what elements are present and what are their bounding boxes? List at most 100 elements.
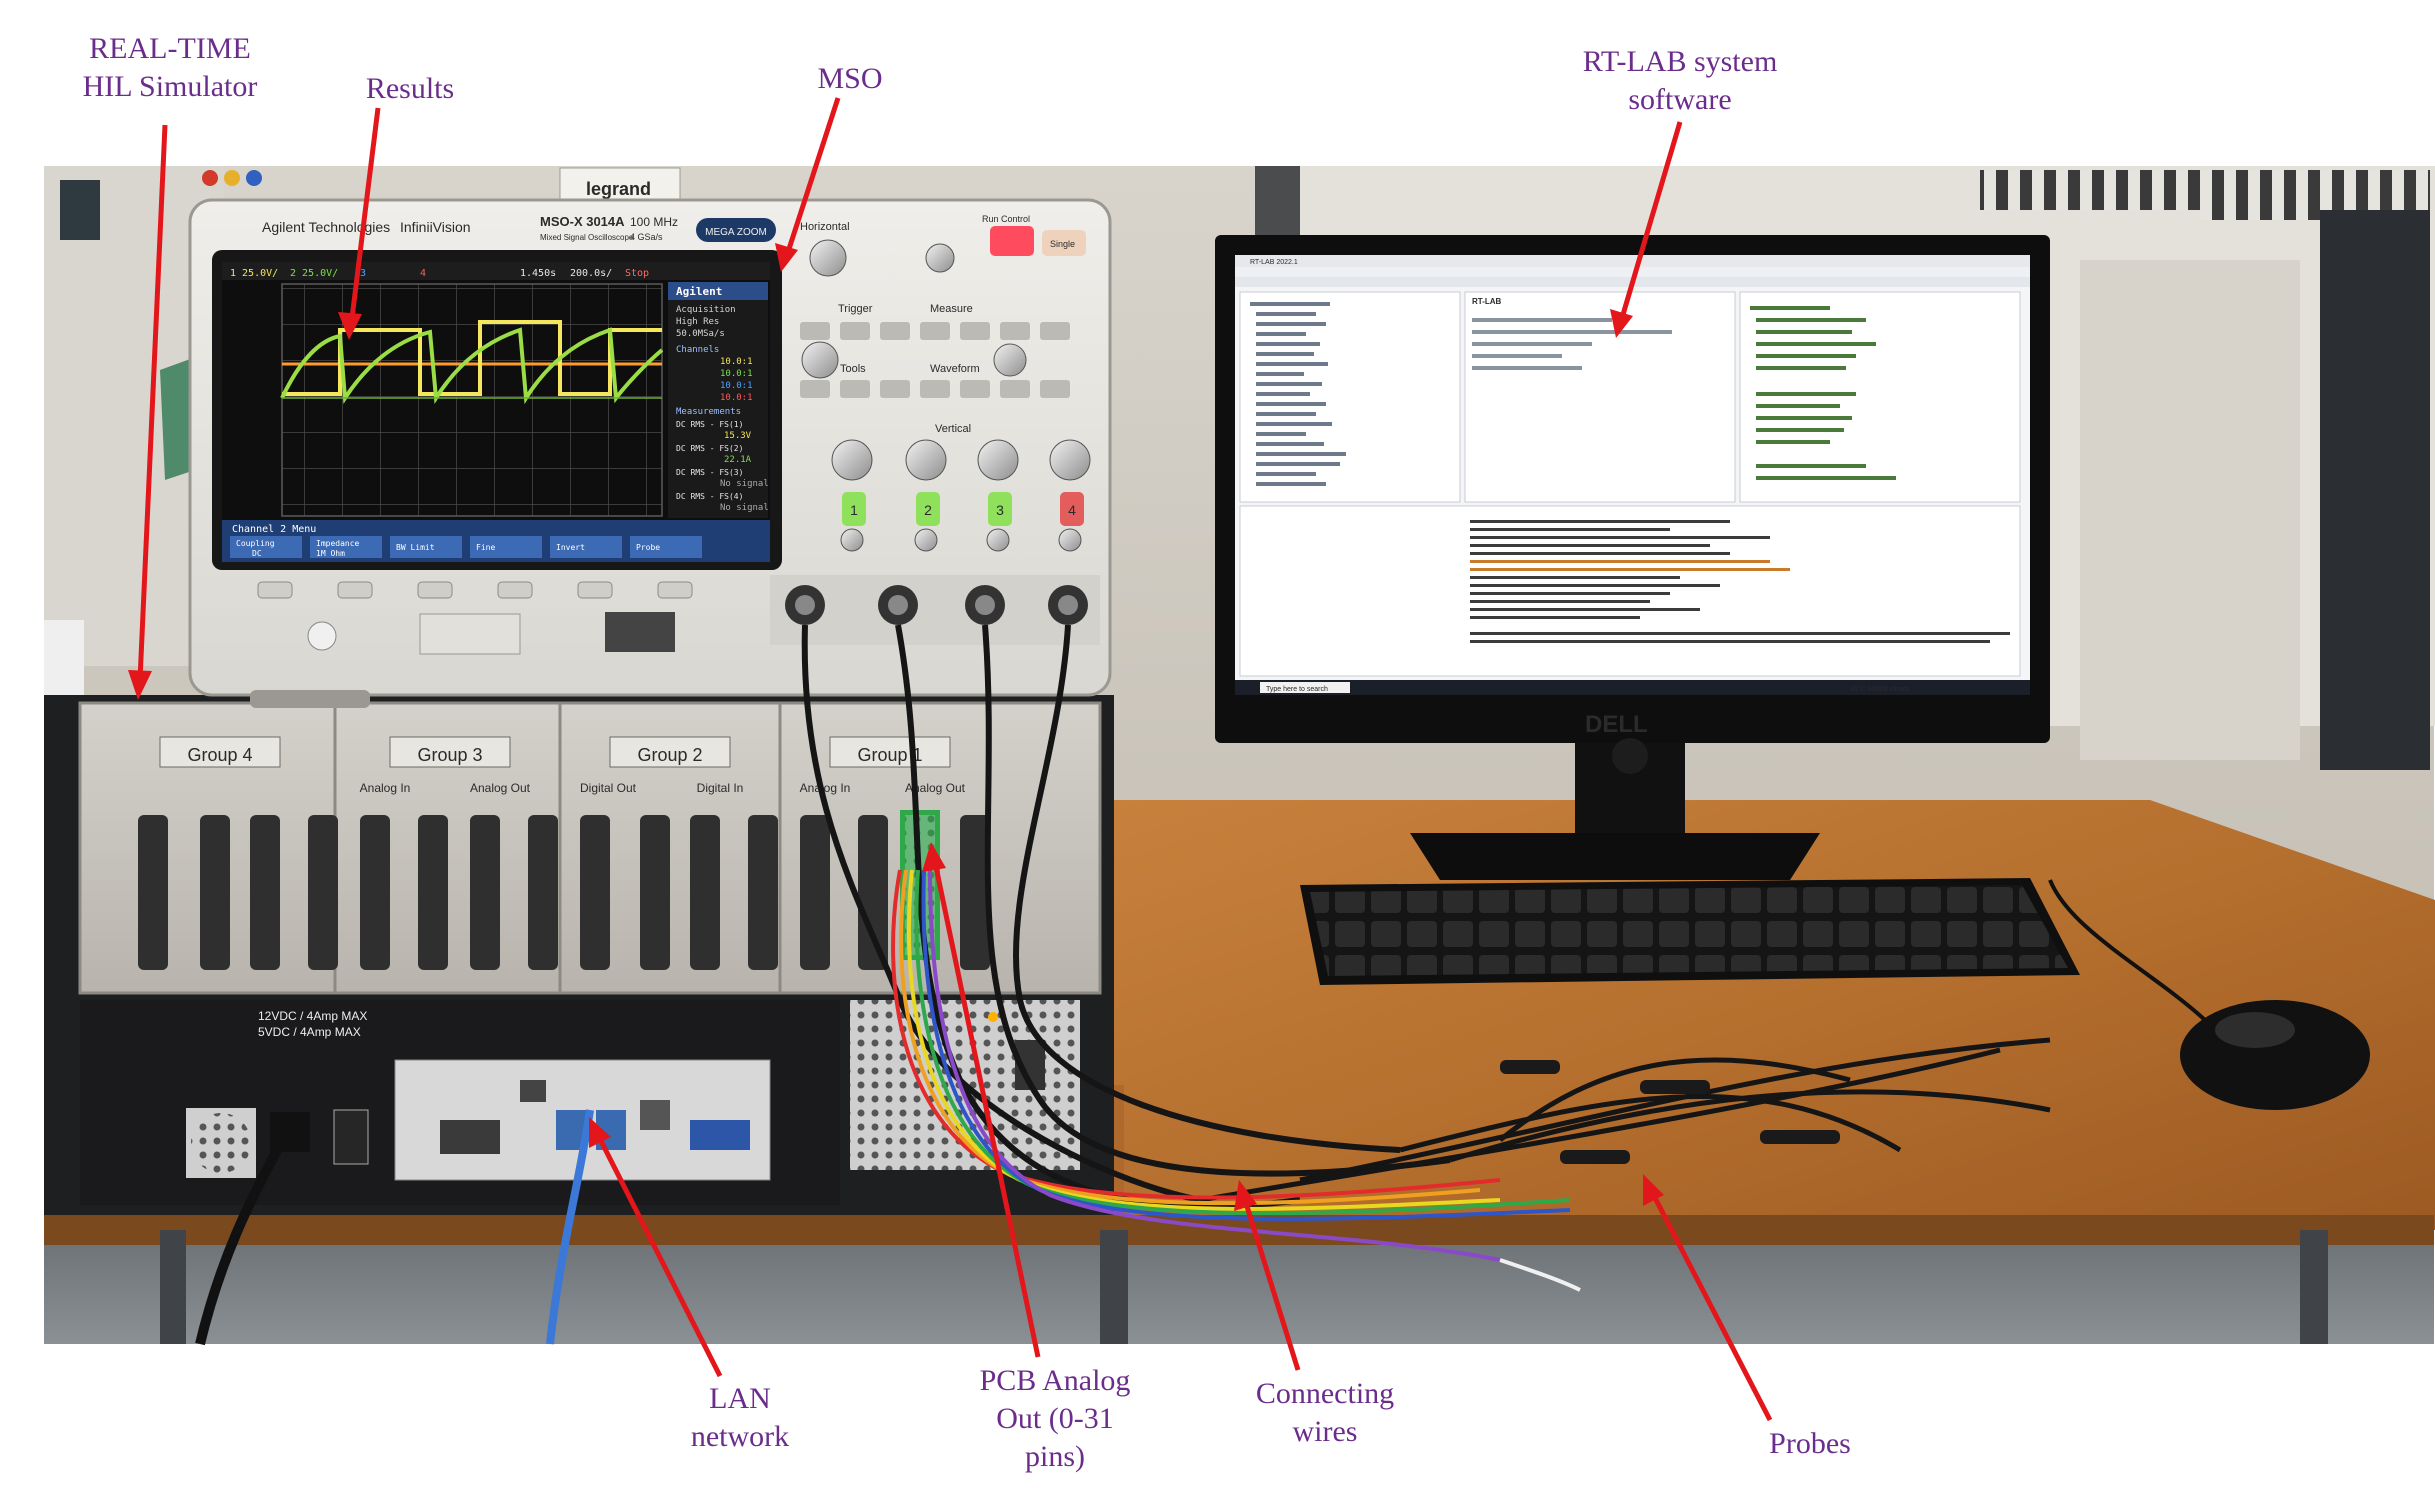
scope-top-delay: 1.450s: [520, 268, 556, 279]
callout-hil-simulator: REAL-TIME HIL Simulator: [80, 30, 260, 106]
cables: [195, 624, 2051, 1346]
callout-mso-line1: MSO: [817, 62, 883, 95]
scope-waveform-label: Waveform: [930, 363, 980, 375]
callout-rtlab: RT-LAB system software: [1560, 43, 1800, 119]
power-label-12v: 12VDC / 4Amp MAX: [258, 1009, 367, 1023]
digital-out-label: Digital Out: [580, 781, 637, 795]
scope-ch1-button: 1: [850, 502, 858, 518]
scope-meas-1-value: 15.3V: [724, 431, 752, 441]
group-1-label: Group 1: [857, 745, 922, 765]
scope-panel-buttons: [800, 322, 1070, 398]
scope-ch2-button: 2: [924, 502, 932, 518]
group-4-label: Group 4: [187, 745, 252, 765]
callout-results-line1: Results: [365, 72, 455, 105]
scope-top-status: Stop: [625, 268, 649, 279]
callout-connecting-wires: Connecting wires: [1240, 1375, 1410, 1451]
callout-results: Results: [340, 70, 480, 108]
oscilloscope: Agilent Technologies InfiniiVision MSO-X…: [188, 198, 1112, 708]
callout-lan-line2: network: [690, 1420, 790, 1453]
scope-top-ch3: 3: [360, 268, 366, 279]
callout-hil-line2: HIL Simulator: [82, 70, 258, 103]
scope-bandwidth: 100 MHz: [630, 215, 678, 229]
power-label-5v: 5VDC / 4Amp MAX: [258, 1025, 361, 1039]
arrow-lan: [589, 1117, 723, 1378]
keyboard: [1300, 878, 2080, 985]
arrow-connecting-wires: [1234, 1180, 1301, 1371]
group-2-label: Group 2: [637, 745, 702, 765]
callout-rtlab-line1: RT-LAB system: [1582, 45, 1778, 78]
scope-softkey-fine: Fine: [476, 543, 495, 552]
scope-meas-1-label: DC RMS - FS(1): [676, 420, 743, 429]
callout-probes-line1: Probes: [1769, 1427, 1851, 1460]
taskbar-search: Type here to search: [1266, 686, 1328, 693]
scope-ch3-button: 3: [996, 502, 1004, 518]
scope-sample-rate: 4 GSa/s: [630, 232, 663, 242]
monitor-brand: DELL: [1585, 711, 1648, 738]
scope-ch2-ratio: 10.0:1: [720, 369, 753, 379]
callout-pcb-line1: PCB Analog: [979, 1364, 1131, 1397]
scope-acq-mode: High Res: [676, 317, 719, 327]
digital-in-label: Digital In: [697, 781, 744, 795]
callout-hil-line1: REAL-TIME: [89, 32, 251, 65]
scope-top-ch2: 2 25.0V/: [290, 268, 338, 279]
scope-meas-2-value: 22.1A: [724, 455, 752, 465]
analog-in-label-1: Analog In: [360, 781, 411, 795]
scope-softkey-probe: Probe: [636, 543, 660, 552]
callout-probes: Probes: [1740, 1425, 1880, 1463]
scope-ch4-button: 4: [1068, 502, 1076, 518]
db37-connectors: [138, 815, 990, 970]
callout-pcb-line2: Out (0-31: [996, 1402, 1114, 1435]
analog-in-label-2: Analog In: [800, 781, 851, 795]
callout-lan-line1: LAN: [709, 1382, 771, 1415]
scope-model: MSO-X 3014A: [540, 214, 625, 229]
scope-top-timebase: 200.0s/: [570, 268, 612, 279]
arrow-pcb-analog: [922, 842, 1041, 1358]
scope-horizontal-label: Horizontal: [800, 221, 850, 233]
mouse: [2048, 879, 2370, 1110]
rtlab-window-title: RT-LAB 2022.1: [1250, 259, 1298, 266]
arrow-hil-simulator: [128, 124, 168, 700]
arrow-rtlab: [1610, 121, 1683, 338]
scope-screen-brand: Agilent: [676, 285, 722, 298]
console-lines: [1470, 520, 2010, 643]
rtlab-app-title: RT-LAB: [1472, 297, 1502, 306]
scope-top-ch1: 1 25.0V/: [230, 268, 278, 279]
callout-rtlab-line2: software: [1628, 83, 1732, 116]
monitor: RT-LAB 2022.1: [1215, 235, 2050, 880]
callout-wires-line1: Connecting: [1255, 1377, 1395, 1410]
scope-channels-header: Channels: [676, 345, 719, 355]
scope-meas-4-value: No signal: [720, 503, 769, 513]
scope-ch4-ratio: 10.0:1: [720, 393, 753, 403]
scope-softkey-impedance: Impedance: [316, 539, 360, 548]
taskbar-weather: 31°C Mostly cloudy: [1850, 685, 1910, 693]
callout-mso: MSO: [800, 60, 900, 98]
scope-meas-3-value: No signal: [720, 479, 769, 489]
scope-single-label: Single: [1050, 239, 1075, 249]
hil-simulator-unit: Group 4 Group 3 Group 2 Group 1 Analog I…: [44, 695, 1114, 1215]
scope-subtitle: Mixed Signal Oscilloscope: [540, 233, 634, 242]
scope-measurements-header: Measurements: [676, 407, 741, 417]
callout-pcb-line3: pins): [1025, 1440, 1085, 1473]
scope-measure-label: Measure: [930, 303, 973, 315]
group-3-label: Group 3: [417, 745, 482, 765]
scope-channel-menu: Channel 2 Menu: [232, 524, 316, 535]
scope-softkey-bw-limit: BW Limit: [396, 543, 435, 552]
scope-series: InfiniiVision: [400, 219, 471, 235]
scope-meas-3-label: DC RMS - FS(3): [676, 468, 743, 477]
scope-softkey-buttons: [257, 581, 693, 599]
scope-softkey-coupling-value: DC: [252, 549, 262, 558]
callout-wires-line2: wires: [1292, 1415, 1358, 1448]
scope-trigger-label: Trigger: [838, 303, 873, 315]
scope-run-control-label: Run Control: [982, 214, 1030, 224]
scope-bnc-inputs: [770, 575, 1100, 645]
mega-zoom-badge: MEGA ZOOM: [705, 227, 767, 238]
scope-softkey-coupling: Coupling: [236, 539, 275, 548]
scope-vertical-label: Vertical: [935, 423, 971, 435]
legrand-logo-text: legrand: [586, 179, 651, 199]
scope-top-ch4: 4: [420, 268, 426, 279]
arrow-probes: [1643, 1174, 1773, 1422]
scope-softkey-impedance-value: 1M Ohm: [316, 549, 345, 558]
callout-lan: LAN network: [680, 1380, 800, 1456]
scope-meas-4-label: DC RMS - FS(4): [676, 492, 743, 501]
